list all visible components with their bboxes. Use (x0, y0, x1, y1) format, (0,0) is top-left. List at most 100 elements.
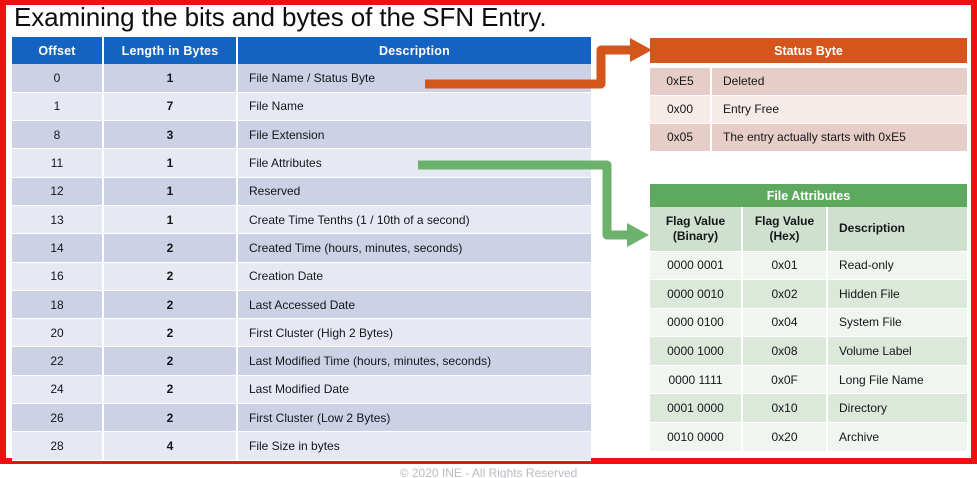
cell-length: 1 (103, 148, 238, 178)
slide-border-left (0, 0, 6, 464)
column-header-line2: (Binary) (672, 228, 719, 243)
column-header-description: Description (237, 37, 591, 64)
cell-offset: 13 (12, 205, 104, 235)
table-header-row: Offset Length in Bytes Description (12, 37, 591, 64)
file-attributes-title: File Attributes (650, 184, 967, 207)
slide-border-bottom (0, 458, 977, 464)
cell-description: File Attributes (237, 148, 591, 178)
cell-description: First Cluster (High 2 Bytes) (237, 318, 591, 348)
cell-length: 4 (103, 431, 238, 461)
cell-flag-hex: 0x10 (742, 393, 828, 424)
cell-length: 1 (103, 177, 238, 206)
cell-length: 1 (103, 64, 238, 93)
cell-length: 2 (103, 262, 238, 291)
cell-length: 2 (103, 318, 238, 348)
cell-description: File Extension (237, 120, 591, 150)
cell-length: 2 (103, 290, 238, 320)
cell-offset: 22 (12, 346, 104, 376)
cell-length: 2 (103, 403, 238, 433)
cell-offset: 8 (12, 120, 104, 150)
cell-length: 7 (103, 92, 238, 122)
slide-border-top (0, 0, 977, 5)
cell-description: Created Time (hours, minutes, seconds) (237, 233, 591, 263)
cell-description: File Size in bytes (237, 431, 591, 461)
cell-attr-description: Long File Name (827, 365, 967, 395)
cell-description: Last Modified Time (hours, minutes, seco… (237, 346, 591, 376)
cell-status-description: Entry Free (711, 95, 967, 124)
column-header-attr-description: Description (827, 207, 967, 252)
cell-attr-description: Volume Label (827, 336, 967, 366)
column-header-length: Length in Bytes (103, 37, 238, 64)
cell-attr-description: Archive (827, 422, 967, 452)
cell-offset: 28 (12, 431, 104, 461)
cell-length: 3 (103, 120, 238, 150)
column-header-offset: Offset (12, 37, 104, 64)
cell-offset: 14 (12, 233, 104, 263)
cell-flag-binary: 0000 0100 (650, 308, 743, 338)
cell-offset: 26 (12, 403, 104, 433)
slide-title: Examining the bits and bytes of the SFN … (14, 2, 547, 32)
cell-offset: 24 (12, 375, 104, 405)
cell-flag-binary: 0001 0000 (650, 393, 743, 424)
cell-status-description: Deleted (711, 67, 967, 96)
cell-offset: 18 (12, 290, 104, 320)
cell-attr-description: Read-only (827, 251, 967, 281)
file-attributes-table: File Attributes Flag Value (Binary) Flag… (650, 184, 967, 452)
cell-flag-binary: 0000 0001 (650, 251, 743, 281)
cell-flag-binary: 0000 0010 (650, 279, 743, 309)
cell-description: File Name / Status Byte (237, 64, 591, 93)
cell-status-value: 0x00 (650, 95, 712, 124)
cell-flag-hex: 0x02 (742, 279, 828, 309)
cell-flag-hex: 0x20 (742, 422, 828, 452)
cell-flag-hex: 0x01 (742, 251, 828, 281)
cell-offset: 16 (12, 262, 104, 291)
cell-attr-description: Hidden File (827, 279, 967, 309)
cell-description: Creation Date (237, 262, 591, 291)
cell-flag-binary: 0000 1111 (650, 365, 743, 395)
copyright-footer: © 2020 INE - All Rights Reserved (399, 466, 578, 478)
cell-length: 2 (103, 346, 238, 376)
column-header-flag-hex: Flag Value (Hex) (742, 207, 828, 252)
cell-offset: 0 (12, 64, 104, 93)
cell-offset: 1 (12, 92, 104, 122)
cell-flag-hex: 0x0F (742, 365, 828, 395)
cell-status-value: 0x05 (650, 123, 712, 152)
column-header-flag-binary: Flag Value (Binary) (650, 207, 743, 252)
column-header-line1: Flag Value (754, 213, 815, 228)
column-header-line1: Flag Value (665, 213, 726, 228)
slide-border-right (971, 0, 977, 464)
cell-description: Reserved (237, 177, 591, 206)
file-attributes-header-row: Flag Value (Binary) Flag Value (Hex) Des… (650, 207, 967, 252)
status-byte-title-row: Status Byte (650, 38, 967, 63)
cell-status-description: The entry actually starts with 0xE5 (711, 123, 967, 152)
cell-offset: 11 (12, 148, 104, 178)
cell-flag-binary: 0010 0000 (650, 422, 743, 452)
cell-description: Last Accessed Date (237, 290, 591, 320)
cell-description: File Name (237, 92, 591, 122)
cell-status-value: 0xE5 (650, 67, 712, 96)
cell-length: 1 (103, 205, 238, 235)
